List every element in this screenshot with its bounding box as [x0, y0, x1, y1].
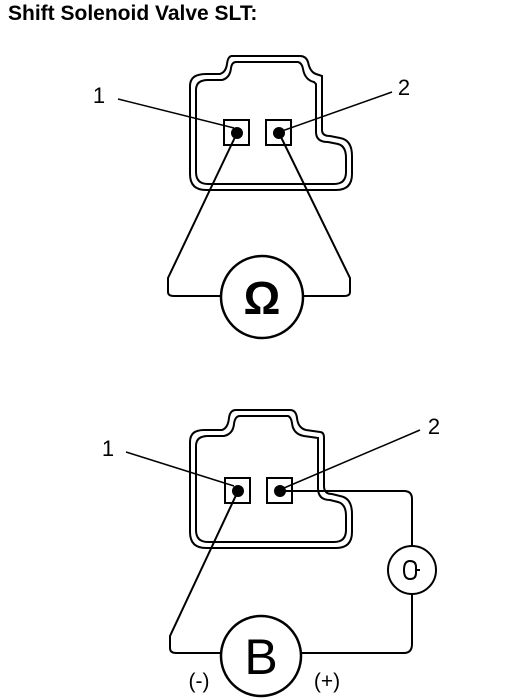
connector-housing-bottom: [189, 409, 353, 549]
pin-label-2-top: 2: [398, 75, 410, 100]
pin-label-2-bottom: 2: [428, 414, 440, 439]
leader-line-2-bottom: [283, 429, 421, 489]
ohmmeter-icon: Ω: [219, 254, 305, 340]
battery-symbol: B: [244, 629, 277, 685]
ohm-symbol: Ω: [244, 272, 281, 324]
battery-icon: B: [219, 614, 303, 698]
wire-positive: [302, 594, 413, 654]
bulb-icon: [387, 545, 437, 595]
pin-label-1-bottom: 1: [102, 436, 114, 461]
positive-label: (+): [314, 670, 340, 693]
page-title: Shift Solenoid Valve SLT:: [8, 2, 258, 25]
probe-wire-1-top: [167, 132, 238, 297]
connector-housing-top: [189, 55, 353, 191]
pin-label-1-top: 1: [93, 83, 105, 108]
wire-to-bulb: [280, 490, 413, 546]
wire-negative: [169, 490, 239, 654]
leader-line-1-bottom: [125, 451, 235, 487]
operation-test-diagram: B (-) (+) 1 2: [102, 409, 440, 698]
probe-wire-2-top: [278, 132, 351, 297]
negative-label: (-): [189, 670, 210, 693]
leader-line-1-top: [117, 98, 235, 129]
leader-line-2-top: [281, 91, 393, 132]
resistance-test-diagram: Ω 1 2: [93, 55, 410, 340]
